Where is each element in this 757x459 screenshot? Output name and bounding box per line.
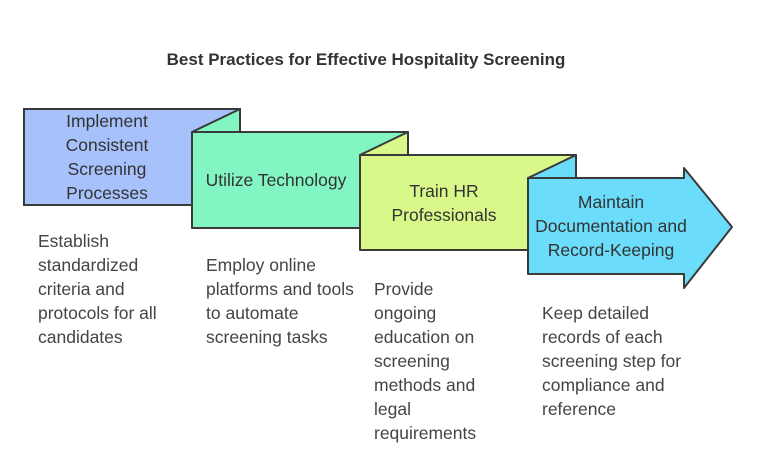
step-2-label: Utilize Technology [205,170,347,190]
step-2-fold-top [191,108,241,133]
diagram-title: Best Practices for Effective Hospitality… [166,50,566,69]
step-1-description: Establish standardized criteria and prot… [38,231,157,347]
step-3-shape [359,131,577,251]
step-4-label: Maintain Documentation and Record-Keepin… [535,192,687,260]
step-4-description: Keep detailed records of each screening … [542,303,682,419]
step-2-description: Employ online platforms and tools to aut… [206,255,354,347]
step-3-description: Provide ongoing education on screening m… [374,279,477,443]
step-3-fold-top [359,131,409,156]
step-4-fold-top [527,154,577,179]
step-1-label: Implement Consistent Screening Processes [65,111,149,203]
step-3-label: Train HR Professionals [391,181,497,225]
step-4-shape [527,154,733,289]
step-4-arrow [527,167,733,289]
